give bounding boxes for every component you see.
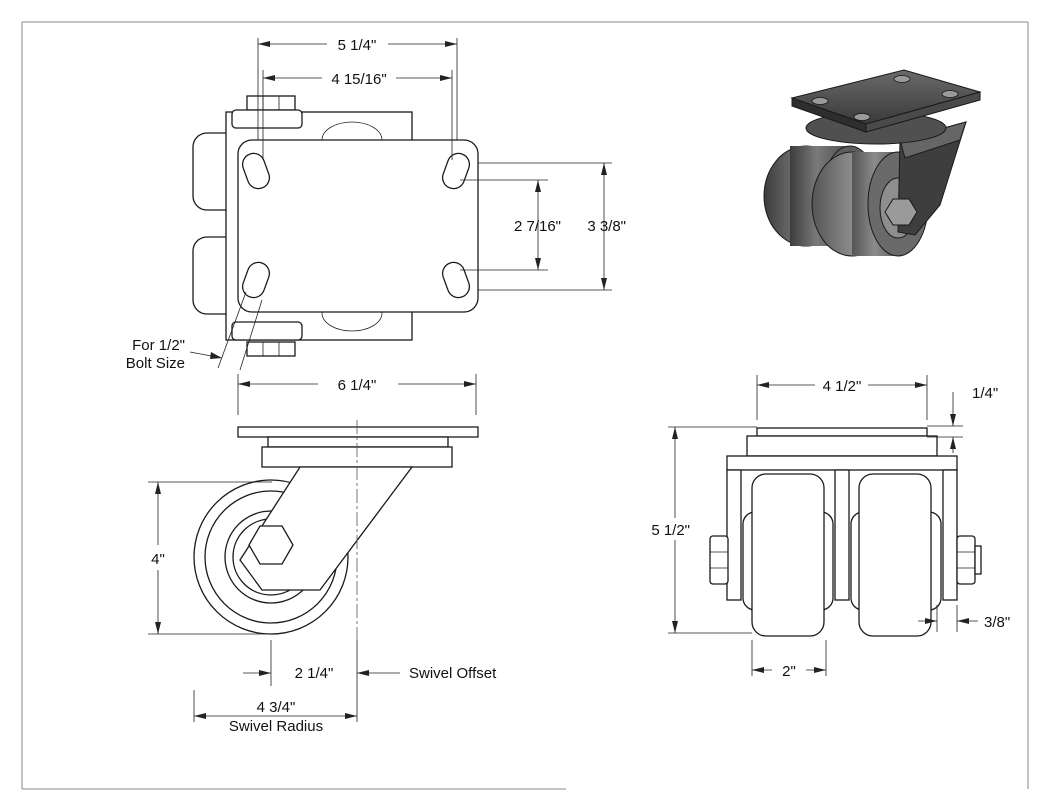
side-view-plate bbox=[237, 426, 479, 438]
axle-nut-bottom bbox=[246, 341, 296, 357]
dim-hole-spacing-width: 2 7/16" bbox=[514, 218, 561, 235]
side-view bbox=[193, 420, 479, 640]
dim-wheel-diameter: 4" bbox=[151, 551, 165, 568]
dim-hole-spacing-length: 4 15/16" bbox=[331, 71, 386, 88]
dim-plate-thickness: 1/4" bbox=[972, 385, 998, 402]
top-view-dimensions bbox=[189, 38, 612, 371]
top-view bbox=[192, 95, 479, 357]
front-view-wheel-left bbox=[751, 473, 825, 637]
dual-wheel-caster-icon bbox=[763, 69, 982, 257]
dim-front-plate-width: 4 1/2" bbox=[823, 378, 862, 395]
swivel-offset-label: Swivel Offset bbox=[409, 665, 497, 682]
dim-swivel-radius: 4 3/4" bbox=[257, 699, 296, 716]
side-view-dimensions bbox=[148, 374, 477, 722]
dim-swivel-offset: 2 1/4" bbox=[295, 665, 334, 682]
mounting-slot-holes bbox=[241, 152, 471, 299]
dim-overall-width: 6 1/4" bbox=[338, 377, 377, 394]
front-view-plate bbox=[756, 427, 928, 437]
side-view-axle-nut bbox=[248, 525, 294, 565]
front-view-dimensions bbox=[668, 375, 978, 676]
top-plate bbox=[237, 139, 479, 313]
bolt-note-line1: For 1/2" bbox=[132, 337, 185, 354]
axle-nut-top bbox=[246, 95, 296, 111]
front-view-axle-nut-left bbox=[709, 535, 729, 585]
dim-overall-height: 5 1/2" bbox=[651, 522, 690, 539]
swivel-radius-label: Swivel Radius bbox=[229, 718, 323, 735]
front-view-wheel-right bbox=[858, 473, 932, 637]
front-view-axle-nut-right bbox=[956, 535, 976, 585]
dim-plate-width: 3 3/8" bbox=[587, 218, 626, 235]
front-view bbox=[709, 427, 982, 637]
sheet-frame bbox=[21, 21, 1029, 790]
dim-axle-offset: 3/8" bbox=[984, 614, 1010, 631]
dim-wheel-width: 2" bbox=[782, 663, 796, 680]
dim-plate-length: 5 1/4" bbox=[338, 37, 377, 54]
front-view-fork-top bbox=[726, 455, 958, 471]
bolt-note-line2: Bolt Size bbox=[126, 355, 185, 372]
